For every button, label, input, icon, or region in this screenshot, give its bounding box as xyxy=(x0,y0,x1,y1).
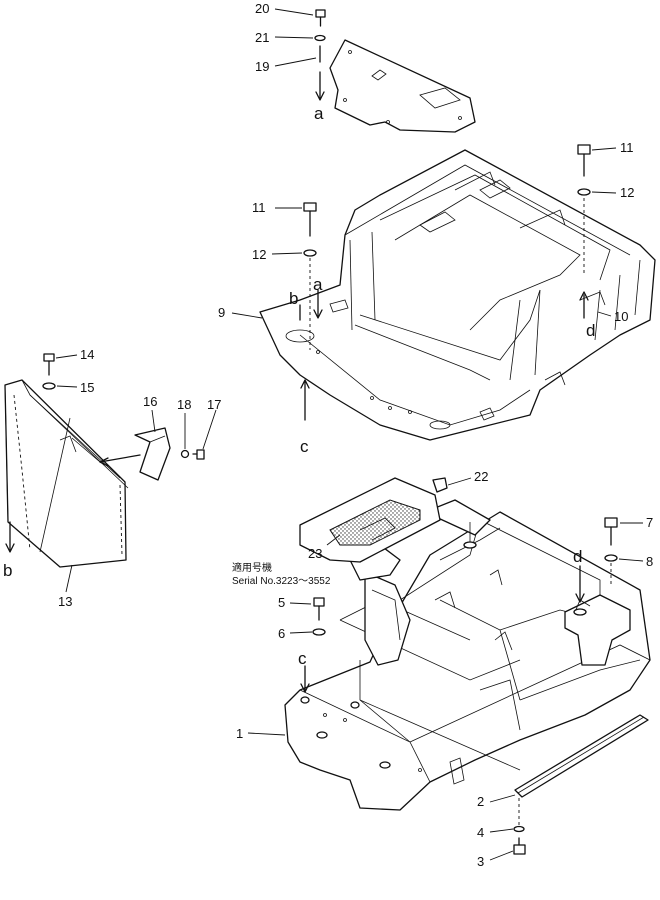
ref-c-mid: c xyxy=(300,437,309,456)
callout-11-right: 11 xyxy=(620,140,634,155)
callout-16: 16 xyxy=(143,394,157,409)
callout-17: 17 xyxy=(207,397,221,412)
washer-12-left xyxy=(303,249,317,257)
bolt-20 xyxy=(315,9,326,27)
bolt-17 xyxy=(192,449,205,460)
callout-1: 1 xyxy=(236,726,243,741)
callout-labels: 20 21 19 11 12 11 12 9 10 14 15 16 18 17… xyxy=(58,1,653,869)
washer-8 xyxy=(604,554,618,562)
callout-7: 7 xyxy=(646,515,653,530)
callout-3: 3 xyxy=(477,854,484,869)
serial-note: 適用号機 Serial No.3223～3552 xyxy=(232,561,331,587)
side-rail-2 xyxy=(514,714,649,798)
bolt-3 xyxy=(513,837,526,855)
bolt-11-right xyxy=(577,144,591,177)
callout-14: 14 xyxy=(80,347,94,362)
ref-b-mid: b xyxy=(289,289,298,308)
washer-4 xyxy=(513,825,525,833)
callout-12-left: 12 xyxy=(252,247,266,262)
callout-4: 4 xyxy=(477,825,484,840)
callout-13: 13 xyxy=(58,594,72,609)
bolt-7 xyxy=(604,517,618,546)
bolt-11-left xyxy=(303,202,317,237)
side-cover-13 xyxy=(4,379,129,568)
serial-note-jp: 適用号機 xyxy=(232,561,272,574)
washer-15 xyxy=(42,382,56,390)
ref-a-mid: a xyxy=(313,275,323,294)
serial-note-range: Serial No.3223～3552 xyxy=(232,576,331,587)
reference-letters: a a b c d b c d xyxy=(3,104,595,668)
callout-9: 9 xyxy=(218,305,225,320)
bracket-16 xyxy=(99,427,171,481)
callout-21: 21 xyxy=(255,30,269,45)
callout-6: 6 xyxy=(278,626,285,641)
callout-8: 8 xyxy=(646,554,653,569)
callout-22: 22 xyxy=(474,469,488,484)
callout-23: 23 xyxy=(308,546,322,561)
callout-5: 5 xyxy=(278,595,285,610)
callout-11-left: 11 xyxy=(252,200,266,215)
cover-plate-23 xyxy=(299,477,441,563)
washer-21 xyxy=(314,34,326,42)
leader-lines xyxy=(55,8,644,861)
ref-b-left: b xyxy=(3,561,12,580)
bolt-14 xyxy=(43,353,55,376)
callout-18: 18 xyxy=(177,397,191,412)
callout-19: 19 xyxy=(255,59,269,74)
callout-12-right: 12 xyxy=(620,185,634,200)
cap-22 xyxy=(432,477,448,493)
ref-a-top: a xyxy=(314,104,324,123)
callout-15: 15 xyxy=(80,380,94,395)
ref-d-mid: d xyxy=(586,321,595,340)
upper-frame xyxy=(259,149,656,441)
bolt-5 xyxy=(313,597,325,621)
washer-6 xyxy=(312,628,326,636)
washer-12-right xyxy=(577,188,591,196)
callout-20: 20 xyxy=(255,1,269,16)
top-cover-plate xyxy=(329,39,476,133)
callout-10: 10 xyxy=(614,309,628,324)
ref-d-low: d xyxy=(573,547,582,566)
ref-c-low: c xyxy=(298,649,307,668)
callout-2: 2 xyxy=(477,794,484,809)
washer-18 xyxy=(180,449,190,459)
